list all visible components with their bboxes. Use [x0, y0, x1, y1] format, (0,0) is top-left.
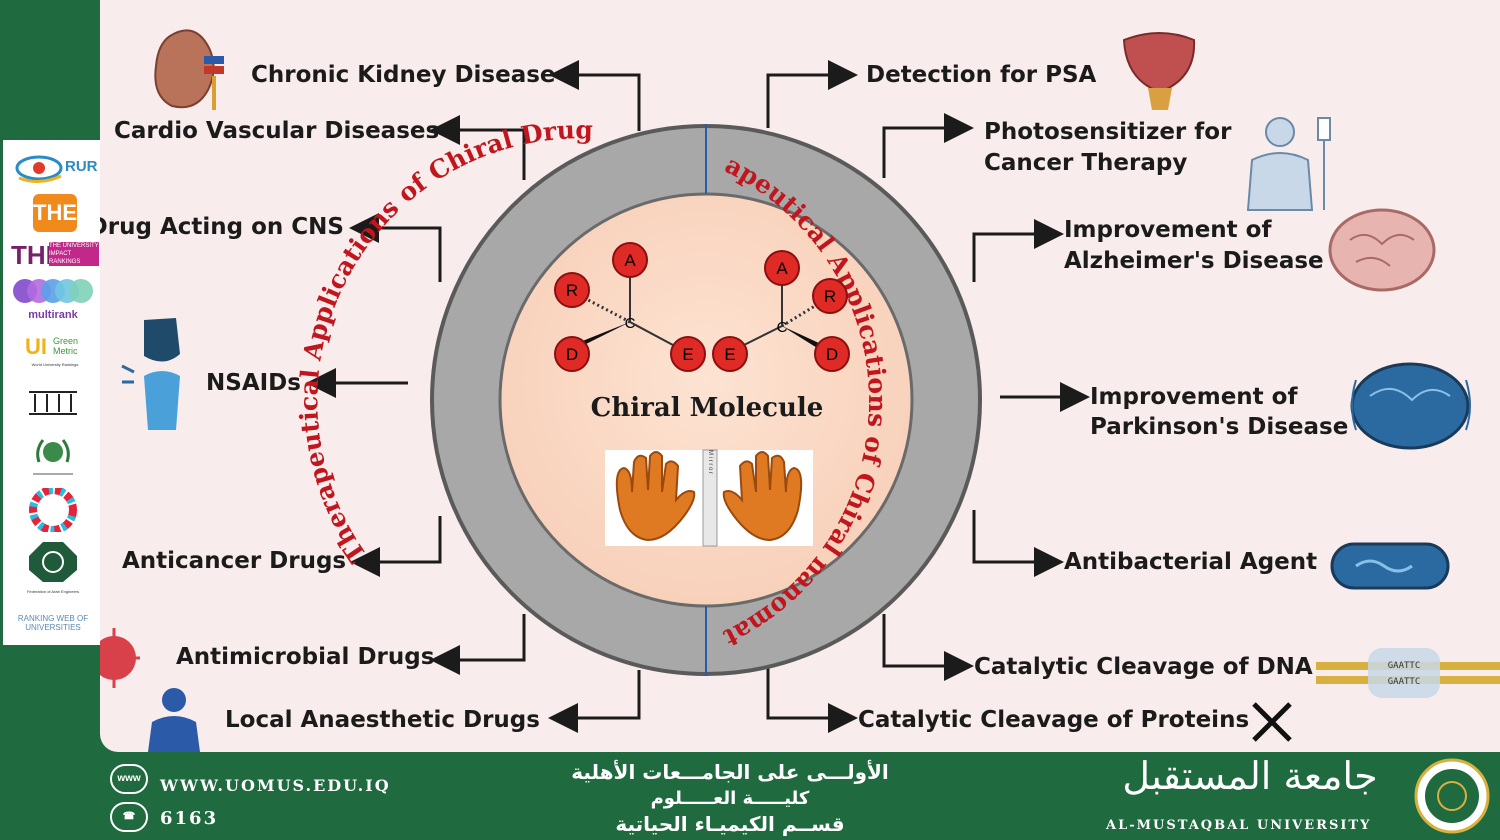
arab-engineers-text: Federation of Arab Engineers — [26, 589, 80, 594]
label-alzheimer-2: Alzheimer's Disease — [1064, 248, 1324, 274]
eye-icon — [15, 155, 63, 183]
label-protein-cleavage: Catalytic Cleavage of Proteins — [858, 707, 1250, 733]
molecule-right: A R C D E — [712, 250, 850, 372]
label-anticancer: Anticancer Drugs — [122, 548, 347, 574]
the-impact-text: THE UNIVERSITY IMPACT RANKINGS — [49, 242, 99, 266]
label-photosensitizer-1: Photosensitizer for — [984, 119, 1232, 145]
sdg-wheel-icon — [29, 486, 77, 534]
right-connectors — [766, 60, 1090, 733]
left-hand-icon — [615, 451, 696, 542]
footer-website[interactable]: WWW.UOMUS.EDU.IQ — [160, 776, 391, 795]
atom-r-right: R — [824, 287, 836, 306]
footer-phone: 6163 — [160, 808, 219, 829]
label-antimicrobial: Antimicrobial Drugs — [176, 644, 435, 670]
atom-c-left: C — [625, 315, 636, 332]
arab-engineers-logo: Federation of Arab Engineers — [9, 540, 97, 600]
atom-r-left: R — [566, 281, 578, 300]
atom-e-right: E — [724, 345, 735, 364]
prostate-icon — [1122, 32, 1196, 110]
label-cardio-vascular: Cardio Vascular Diseases — [114, 118, 440, 144]
center-title: Chiral Molecule — [591, 393, 824, 423]
multirank-logo: multirank — [9, 278, 97, 321]
rur-logo-text: RUR — [65, 158, 98, 175]
greenmetric-logo: UI Green Metric World University Ranking… — [9, 328, 97, 374]
brain-parkinson-icon — [1350, 362, 1471, 450]
diagram-svg: Therapeutical Applications of Chiral Dru… — [100, 0, 1500, 752]
atom-a-right: A — [776, 259, 788, 278]
the-impact-logo: THE THE UNIVERSITY IMPACT RANKINGS — [11, 240, 99, 270]
columns-logo — [9, 388, 97, 418]
the-logo: THE — [33, 194, 77, 232]
columns-icon — [29, 391, 77, 415]
mirror-hands: M i r r o r — [605, 449, 813, 547]
label-chronic-kidney: Chronic Kidney Disease — [251, 62, 556, 88]
label-local-anaesthetic: Local Anaesthetic Drugs — [225, 707, 540, 733]
octagon-seal-icon — [29, 542, 77, 582]
rur-logo: RUR — [9, 148, 98, 184]
atom-d-left: D — [566, 345, 578, 364]
mirror-label: M i r r o r — [707, 450, 713, 474]
greenmetric-text: Green Metric — [53, 336, 79, 356]
dna-cleavage-icon: GAATTC GAATTC — [1316, 648, 1500, 698]
patient-iv-icon — [1246, 117, 1331, 211]
label-drug-cns-text: Drug Acting on CNS — [100, 214, 344, 240]
laurel-icon — [33, 439, 73, 475]
molecule-left: A R C D E — [554, 242, 706, 372]
atom-a-left: A — [624, 251, 636, 270]
footer-ar-line1: الأولـــى على الجامـــعات الأهلية — [571, 760, 889, 784]
scissors-icon — [1252, 702, 1292, 742]
knee-joint-icon — [121, 318, 180, 430]
footer-ar-line3: قســم الكيميـاء الحياتية — [615, 812, 845, 836]
label-psa: Detection for PSA — [866, 62, 1097, 88]
footer-ar-line2: كليـــــة العـــــلوم — [650, 788, 810, 809]
human-figure-icon — [148, 688, 200, 752]
atom-d-right: D — [826, 345, 838, 364]
webometrics-logo: RANKING WEB OF UNIVERSITIES — [17, 614, 89, 632]
label-parkinson-2: Parkinson's Disease — [1090, 414, 1349, 440]
label-dna-cleavage: Catalytic Cleavage of DNA — [974, 654, 1313, 680]
dna-seq-top: GAATTC — [1388, 661, 1421, 671]
left-connectors — [306, 60, 641, 733]
label-alzheimer-1: Improvement of — [1064, 217, 1272, 243]
multirank-rings-icon — [13, 279, 93, 303]
right-hand-icon — [722, 451, 803, 542]
arab-universities-logo — [9, 432, 97, 478]
footer: www WWW.UOMUS.EDU.IQ ☎ 6163 الأولـــى عل… — [0, 752, 1500, 840]
globe-icon: www — [110, 764, 148, 794]
kidney-icon — [154, 29, 224, 110]
atom-c-right: C — [777, 319, 788, 336]
label-antibacterial: Antibacterial Agent — [1064, 549, 1318, 575]
university-seal-icon — [1414, 758, 1490, 834]
phone-icon: ☎ — [110, 802, 148, 832]
virus-icon — [100, 628, 140, 688]
label-photosensitizer-2: Cancer Therapy — [984, 150, 1188, 176]
label-drug-cns: Drug Acting on CNS — [100, 212, 344, 242]
brain-alzheimer-icon — [1328, 208, 1436, 292]
bacterium-icon — [1330, 542, 1450, 590]
dna-seq-bottom: GAATTC — [1388, 677, 1421, 687]
atom-e-left: E — [682, 345, 693, 364]
greenmetric-subtext: World University Rankings — [31, 362, 79, 367]
university-name-en: AL-MUSTAQBAL UNIVERSITY — [1106, 818, 1372, 833]
multirank-text: multirank — [28, 309, 78, 321]
diagram-panel: Therapeutical Applications of Chiral Dru… — [100, 0, 1500, 752]
label-nsaids: NSAIDs — [206, 370, 301, 396]
sdg-logo — [9, 486, 97, 534]
label-parkinson-1: Improvement of — [1090, 384, 1298, 410]
ranking-logo-strip: RUR THE THE THE UNIVERSITY IMPACT RANKIN… — [3, 140, 100, 645]
university-name-ar: جامعة المستقبل — [1122, 754, 1378, 798]
